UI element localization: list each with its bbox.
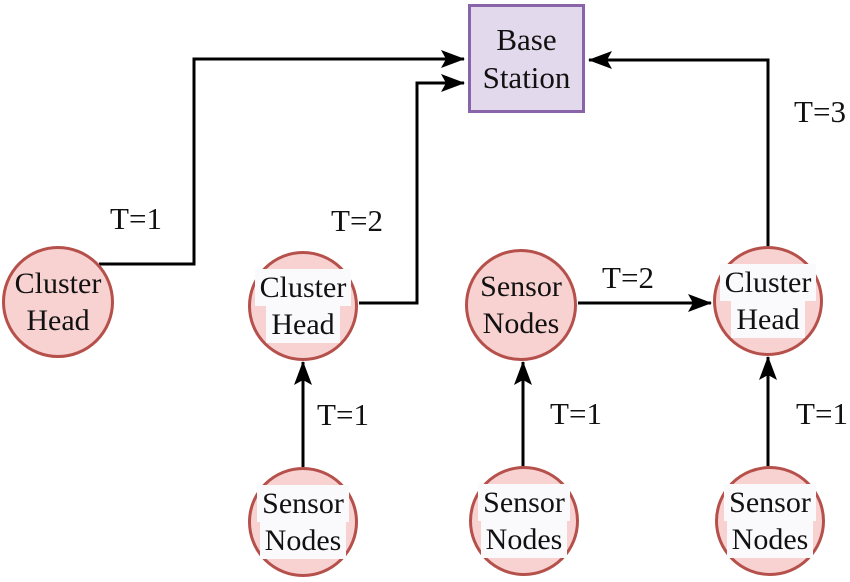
node-sensor-nodes-bottom-right: Sensor Nodes [715,466,825,576]
node-cluster-head-mid: Cluster Head [248,251,358,361]
node-base-station: Base Station [468,4,585,113]
sensor-bl-line1: Sensor [257,485,349,522]
cluster-head-right-line1: Cluster [719,264,817,301]
edge-label-t1-bottom-left: T=1 [317,397,369,432]
sensor-bm-line2: Nodes [480,521,568,558]
node-sensor-nodes-bottom-mid: Sensor Nodes [469,466,579,576]
sensor-br-line2: Nodes [726,521,814,558]
cluster-head-mid-line2: Head [266,306,340,343]
node-sensor-nodes-mid: Sensor Nodes [465,249,577,361]
edge-label-t2-upper: T=2 [331,203,383,238]
sensor-nodes-mid-line2: Nodes [482,307,560,340]
sensor-bm-line1: Sensor [478,484,570,521]
node-sensor-nodes-bottom-left: Sensor Nodes [248,467,358,577]
edge-label-t1-bottom-right: T=1 [796,396,848,431]
edge-label-t1-left: T=1 [110,201,162,236]
edge-label-t3-right: T=3 [794,94,846,129]
base-station-label-line2: Station [482,59,571,95]
edge-cluster-head-right-to-base [588,51,770,246]
node-cluster-head-right: Cluster Head [713,246,823,356]
sensor-bl-line2: Nodes [259,522,347,559]
edge-label-t1-bottom-mid: T=1 [550,396,602,431]
cluster-head-left-line1: Cluster [14,267,102,300]
edge-label-t2-mid: T=2 [602,260,654,295]
cluster-head-left-line2: Head [26,304,90,337]
edge-cluster-head-left-to-base [99,50,465,266]
sensor-nodes-mid-line1: Sensor [480,270,562,303]
node-cluster-head-left: Cluster Head [2,246,114,358]
base-station-label-line1: Base [496,21,557,57]
sensor-br-line1: Sensor [724,484,816,521]
cluster-head-mid-line1: Cluster [254,269,352,306]
cluster-head-right-line2: Head [731,301,805,338]
edge-cluster-head-mid-to-base [359,74,465,305]
